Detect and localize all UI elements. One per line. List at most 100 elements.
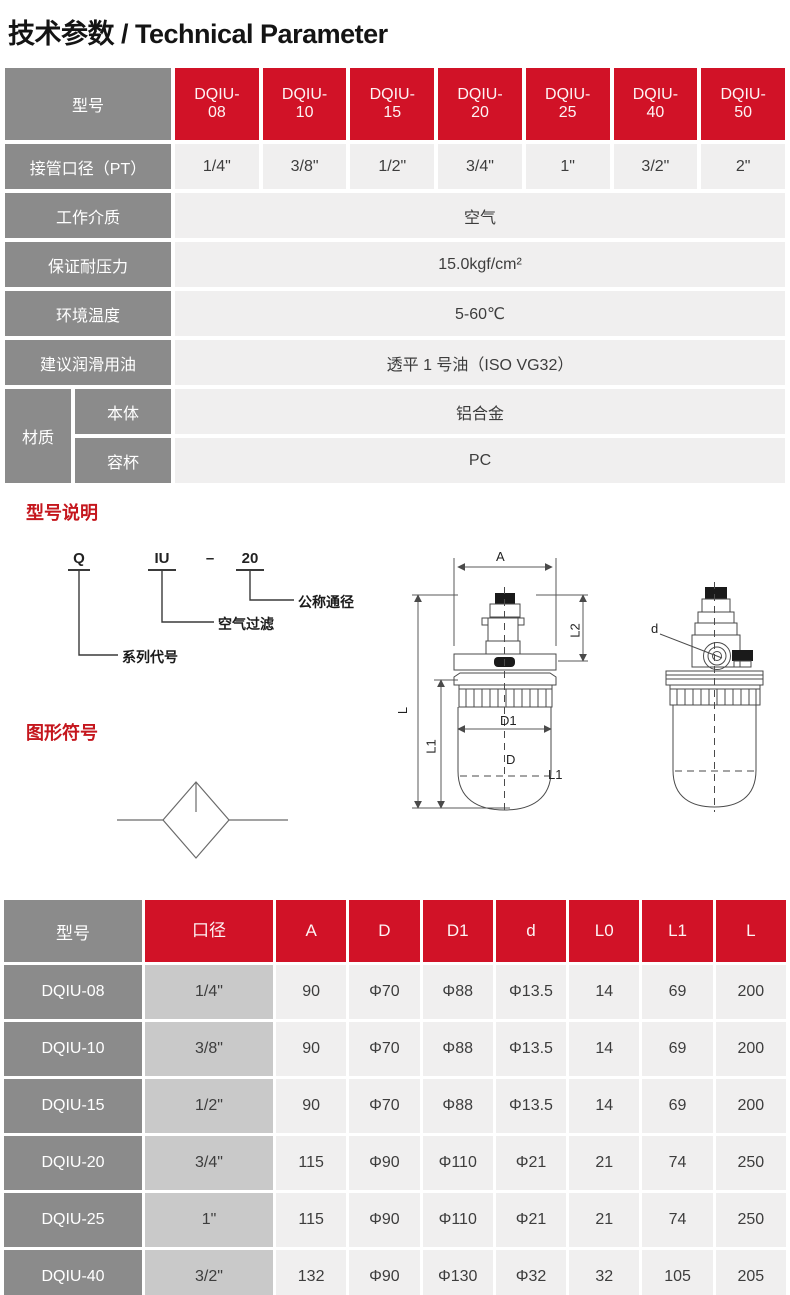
side-view-drawing bbox=[659, 582, 764, 812]
dim-row: DQIU-10 3/8" 90 Φ70 Φ88 Φ13.5 14 69 200 bbox=[4, 1022, 786, 1076]
spec-row-material-body: 材质 本体 铝合金 bbox=[5, 389, 785, 483]
symbol-heading: 图形符号 bbox=[26, 723, 98, 743]
dim-value: Φ90 bbox=[349, 1193, 420, 1247]
dim-bore: 3/4" bbox=[145, 1136, 273, 1190]
dim-value: 90 bbox=[276, 965, 347, 1019]
dim-value: 205 bbox=[715, 1250, 786, 1295]
dim-value: Φ130 bbox=[422, 1250, 493, 1295]
model-code-dash: – bbox=[205, 550, 215, 567]
dim-value: Φ21 bbox=[495, 1193, 567, 1247]
spec-value: 3/2" bbox=[613, 144, 698, 189]
dim-value: 14 bbox=[569, 965, 640, 1019]
dim-value: Φ13.5 bbox=[495, 1079, 567, 1133]
dim-value: Φ70 bbox=[349, 1079, 420, 1133]
spec-value: 1/2" bbox=[350, 144, 435, 189]
dim-bore: 3/2" bbox=[145, 1250, 273, 1295]
dim-value: 250 bbox=[715, 1193, 786, 1247]
dim-value: Φ70 bbox=[349, 965, 420, 1019]
spec-label: 工作介质 bbox=[5, 193, 172, 238]
dim-label-L1-left: L1 bbox=[423, 739, 439, 754]
spec-value: PC bbox=[175, 438, 785, 483]
spec-header-col: DQIU-50 bbox=[701, 68, 785, 140]
dim-bore: 1/2" bbox=[145, 1079, 273, 1133]
dim-model: DQIU-08 bbox=[4, 965, 142, 1019]
dim-value: 250 bbox=[715, 1136, 786, 1190]
spec-value: 1/4" bbox=[175, 144, 259, 189]
dim-header-bore: 口径 bbox=[145, 900, 273, 962]
dim-bore: 1" bbox=[145, 1193, 273, 1247]
spec-header-col: DQIU-15 bbox=[350, 68, 435, 140]
dim-value: 200 bbox=[715, 1079, 786, 1133]
model-code-size: 20 bbox=[236, 550, 264, 571]
dim-model: DQIU-20 bbox=[4, 1136, 142, 1190]
dim-label-D: D bbox=[506, 752, 516, 767]
spec-row-temperature: 环境温度 5-60℃ bbox=[5, 291, 785, 336]
spec-header-model: 型号 bbox=[5, 68, 172, 140]
filter-symbol-icon bbox=[117, 781, 288, 859]
spec-label: 环境温度 bbox=[5, 291, 172, 336]
dim-model: DQIU-10 bbox=[4, 1022, 142, 1076]
spec-value: 3/4" bbox=[438, 144, 522, 189]
dim-bore: 1/4" bbox=[145, 965, 273, 1019]
spec-row-port: 接管口径（PT） 1/4" 3/8" 1/2" 3/4" 1" 3/2" 2" bbox=[5, 144, 785, 189]
dim-value: Φ70 bbox=[349, 1022, 420, 1076]
model-code-series-label: 系列代号 bbox=[122, 649, 178, 665]
spec-header-row: 型号 DQIU-08 DQIU-10 DQIU-15 DQIU-20 DQIU-… bbox=[5, 68, 785, 140]
dim-row: DQIU-25 1" 115 Φ90 Φ110 Φ21 21 74 250 bbox=[4, 1193, 786, 1247]
model-code-function-label: 空气过滤 bbox=[218, 616, 274, 632]
dim-header-L1: L1 bbox=[642, 900, 713, 962]
dim-value: 90 bbox=[276, 1022, 347, 1076]
page-title: 技术参数 / Technical Parameter bbox=[8, 19, 388, 49]
dim-value: 14 bbox=[569, 1079, 640, 1133]
dim-row: DQIU-20 3/4" 115 Φ90 Φ110 Φ21 21 74 250 bbox=[4, 1136, 786, 1190]
dim-value: 105 bbox=[642, 1250, 713, 1295]
spec-value: 铝合金 bbox=[175, 389, 785, 434]
dim-label-L: L bbox=[395, 706, 411, 715]
dim-label-L1-right: L1 bbox=[548, 767, 563, 782]
spec-label-bowl: 容杯 bbox=[75, 438, 172, 483]
spec-value: 2" bbox=[701, 144, 785, 189]
spec-header-col: DQIU-40 bbox=[613, 68, 698, 140]
dim-header-D1: D1 bbox=[422, 900, 493, 962]
dim-header-A: A bbox=[276, 900, 347, 962]
spec-label: 接管口径（PT） bbox=[5, 144, 172, 189]
model-code-lines bbox=[78, 570, 294, 656]
dim-value: Φ110 bbox=[422, 1136, 493, 1190]
model-code-diagram: Q IU – 20 公称通径 空气过滤 系列代号 bbox=[50, 540, 390, 690]
spec-value: 1" bbox=[525, 144, 610, 189]
dim-value: 132 bbox=[276, 1250, 347, 1295]
spec-value: 透平 1 号油（ISO VG32） bbox=[175, 340, 785, 385]
dim-header-L0: L0 bbox=[569, 900, 640, 962]
dim-value: 90 bbox=[276, 1079, 347, 1133]
dim-value: Φ32 bbox=[495, 1250, 567, 1295]
model-code-heading: 型号说明 bbox=[26, 503, 98, 523]
dim-value: Φ88 bbox=[422, 1022, 493, 1076]
dim-label-L2: L2 bbox=[567, 623, 583, 638]
dim-label-d: d bbox=[651, 621, 659, 636]
dim-label-D1: D1 bbox=[500, 713, 517, 728]
dim-value: 115 bbox=[276, 1193, 347, 1247]
dim-value: 21 bbox=[569, 1136, 640, 1190]
dim-value: Φ90 bbox=[349, 1136, 420, 1190]
spec-header-col: DQIU-08 bbox=[175, 68, 259, 140]
dim-value: Φ88 bbox=[422, 965, 493, 1019]
dim-value: 115 bbox=[276, 1136, 347, 1190]
spec-row-medium: 工作介质 空气 bbox=[5, 193, 785, 238]
dim-value: Φ90 bbox=[349, 1250, 420, 1295]
dim-model: DQIU-25 bbox=[4, 1193, 142, 1247]
spec-value: 5-60℃ bbox=[175, 291, 785, 336]
spec-value: 空气 bbox=[175, 193, 785, 238]
spec-label-body: 本体 bbox=[75, 389, 172, 434]
dim-header-d: d bbox=[495, 900, 567, 962]
spec-header-col: DQIU-25 bbox=[525, 68, 610, 140]
technical-parameter-table: 型号 DQIU-08 DQIU-10 DQIU-15 DQIU-20 DQIU-… bbox=[1, 64, 789, 487]
dim-row: DQIU-40 3/2" 132 Φ90 Φ130 Φ32 32 105 205 bbox=[4, 1250, 786, 1295]
dim-row: DQIU-15 1/2" 90 Φ70 Φ88 Φ13.5 14 69 200 bbox=[4, 1079, 786, 1133]
spec-label: 保证耐压力 bbox=[5, 242, 172, 287]
spec-row-oil: 建议润滑用油 透平 1 号油（ISO VG32） bbox=[5, 340, 785, 385]
dimension-table: 型号 口径 A D D1 d L0 L1 L DQIU-08 1/4" 90 Φ… bbox=[1, 897, 789, 1295]
dim-value: 69 bbox=[642, 1079, 713, 1133]
dim-value: 21 bbox=[569, 1193, 640, 1247]
model-code-series: Q bbox=[68, 550, 90, 571]
